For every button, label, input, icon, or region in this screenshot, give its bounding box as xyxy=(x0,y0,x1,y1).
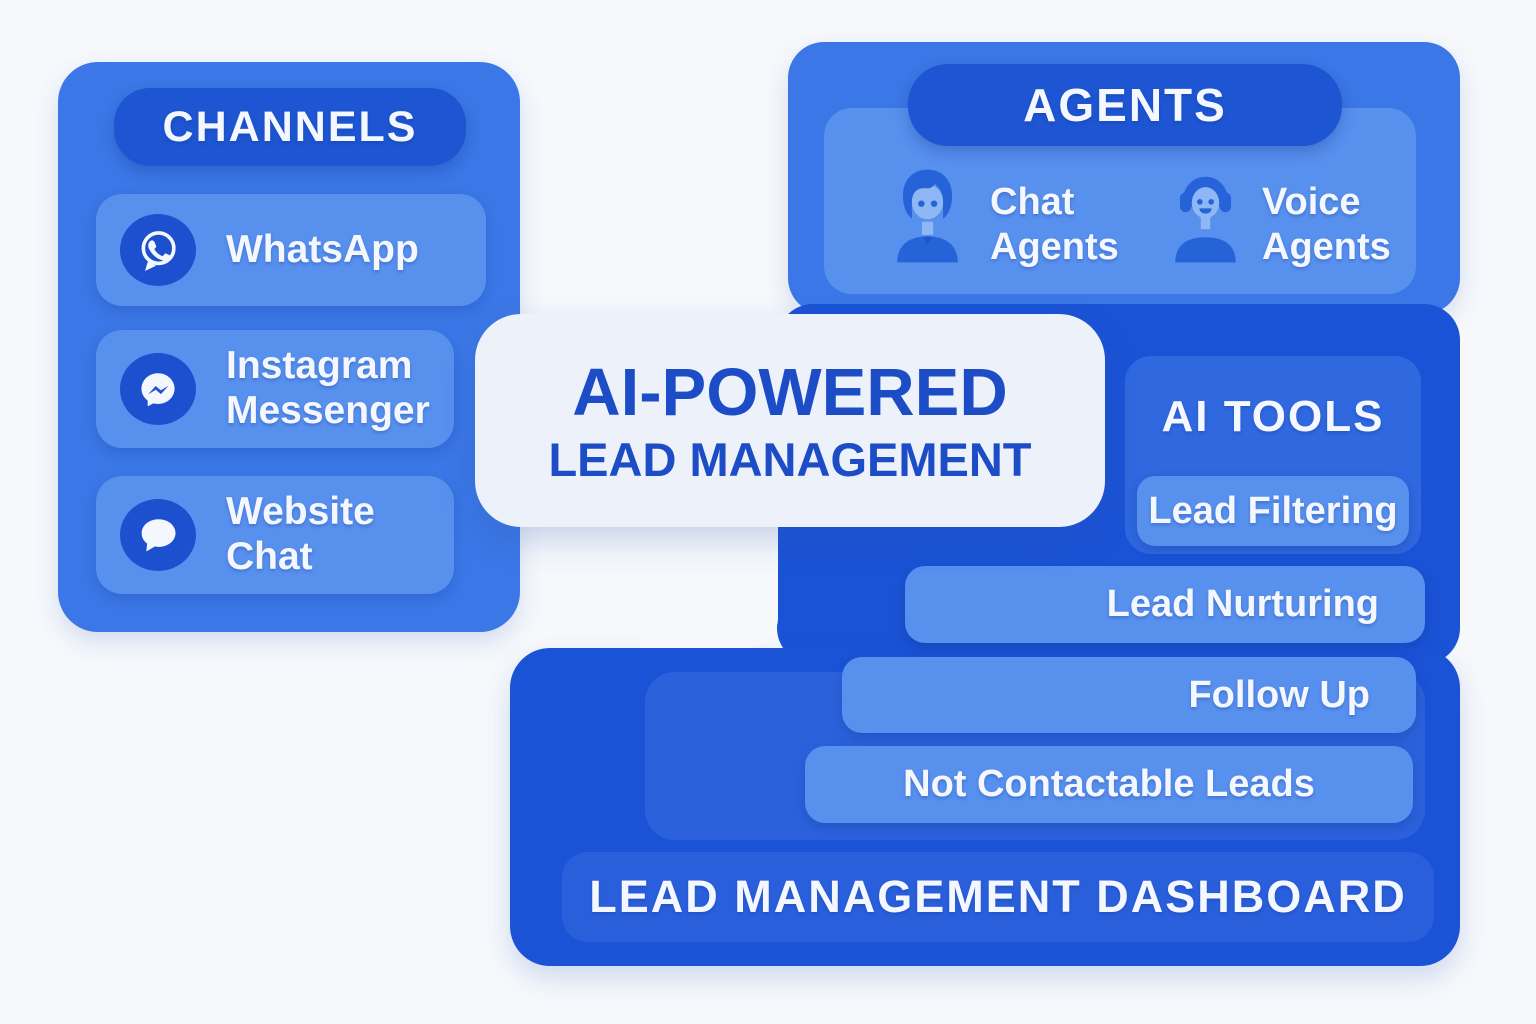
dashboard-label: LEAD MANAGEMENT DASHBOARD xyxy=(589,871,1407,922)
agents-header-label: AGENTS xyxy=(1023,79,1227,131)
background-corner-fillet xyxy=(640,520,778,648)
tool-label: Lead Nurturing xyxy=(1106,583,1379,625)
channel-label: Website Chat xyxy=(226,490,375,578)
agents-header: AGENTS xyxy=(908,64,1342,146)
voice-agent-icon xyxy=(1158,164,1253,268)
messenger-icon xyxy=(120,353,196,425)
lead-management-dashboard-bar: LEAD MANAGEMENT DASHBOARD xyxy=(562,852,1434,942)
title-line-2: LEAD MANAGEMENT xyxy=(548,432,1032,486)
chat-bubble-icon xyxy=(120,499,196,571)
tool-label: Not Contactable Leads xyxy=(903,763,1315,805)
channels-header: CHANNELS xyxy=(114,88,466,166)
channel-row-website-chat: Website Chat xyxy=(96,476,454,594)
tool-not-contactable-leads: Not Contactable Leads xyxy=(805,746,1413,823)
chat-agent-icon xyxy=(880,164,975,268)
ai-tools-header: AI TOOLS xyxy=(1161,392,1385,441)
channel-row-instagram-messenger: Instagram Messenger xyxy=(96,330,454,448)
channel-label: WhatsApp xyxy=(226,227,419,271)
tool-follow-up: Follow Up xyxy=(842,657,1416,733)
whatsapp-icon xyxy=(120,214,196,286)
tool-lead-filtering: Lead Filtering xyxy=(1137,476,1409,546)
agent-label-voice: Voice Agents xyxy=(1262,181,1391,268)
agent-label-chat: Chat Agents xyxy=(990,181,1119,268)
title-line-1: AI-POWERED xyxy=(572,354,1008,430)
tool-lead-nurturing: Lead Nurturing xyxy=(905,566,1425,643)
channel-row-whatsapp: WhatsApp xyxy=(96,194,486,306)
title-card: AI-POWERED LEAD MANAGEMENT xyxy=(475,314,1105,527)
channels-header-label: CHANNELS xyxy=(162,102,418,151)
tool-label: Lead Filtering xyxy=(1148,489,1398,532)
channel-label: Instagram Messenger xyxy=(226,344,430,432)
tool-label: Follow Up xyxy=(1188,673,1370,716)
